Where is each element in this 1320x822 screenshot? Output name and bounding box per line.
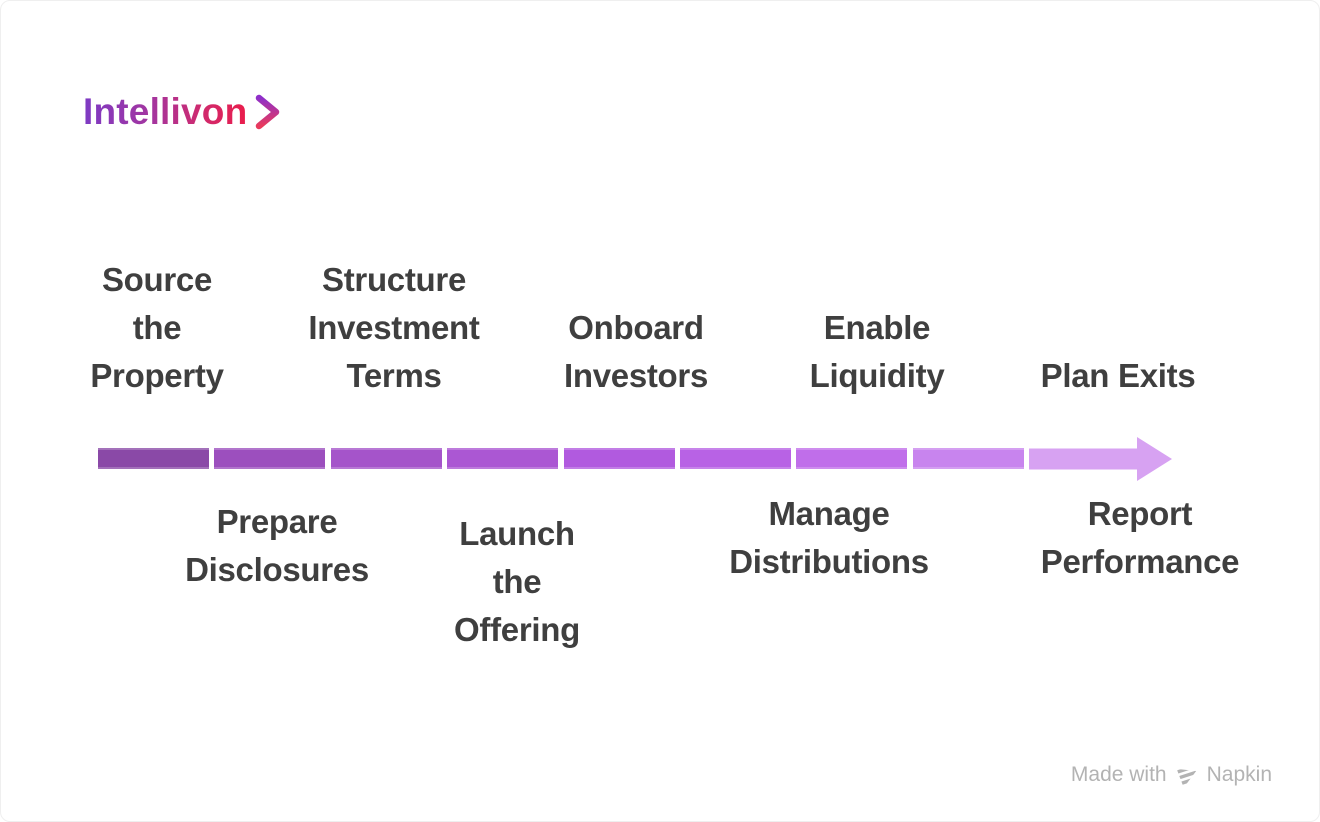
step-label-line: Manage (768, 495, 890, 532)
step-label-line: Performance (1040, 543, 1240, 580)
napkin-watermark: Made with Napkin (1071, 763, 1272, 787)
step-label: Plan Exits (1041, 352, 1196, 400)
step-label-line: Report (1087, 495, 1193, 532)
arrow-segment (214, 448, 325, 469)
arrow-segment-with-head (1029, 436, 1172, 481)
watermark-brand: Napkin (1206, 763, 1272, 786)
step-label-line: Offering (454, 611, 580, 648)
napkin-logo-icon (1176, 763, 1199, 787)
chevron-right-icon (256, 94, 280, 130)
logo-text: Intellivon (83, 90, 248, 132)
step-label-line: Enable (823, 309, 931, 346)
arrow-segment (447, 448, 558, 469)
step-label-line: Plan Exits (1040, 357, 1196, 394)
step-label-line: Disclosures (185, 551, 369, 588)
arrow-head-shape (1029, 436, 1172, 481)
step-label-line: Distributions (729, 543, 929, 580)
intellivon-logo: Intellivon (83, 91, 282, 131)
step-label-line: Structure (322, 261, 466, 298)
arrow-segment (331, 448, 442, 469)
step-label-line: the (132, 309, 182, 346)
step-label-line: Investment (308, 309, 480, 346)
arrow-segment (564, 448, 675, 469)
step-label-line: Launch (459, 515, 575, 552)
step-label-line: Prepare (216, 503, 338, 540)
step-label-line: Onboard (568, 309, 704, 346)
step-label-line: the (492, 563, 542, 600)
step-label-line: Terms (346, 357, 442, 394)
arrow-segment (913, 448, 1024, 469)
arrow-segment (796, 448, 907, 469)
arrow-segment (680, 448, 791, 469)
step-label-line: Property (90, 357, 224, 394)
step-label-line: Source (101, 261, 213, 298)
arrow-segment (98, 448, 209, 469)
step-label-line: Liquidity (809, 357, 945, 394)
watermark-text: Made with (1070, 763, 1167, 786)
step-label-line: Investors (563, 357, 709, 394)
